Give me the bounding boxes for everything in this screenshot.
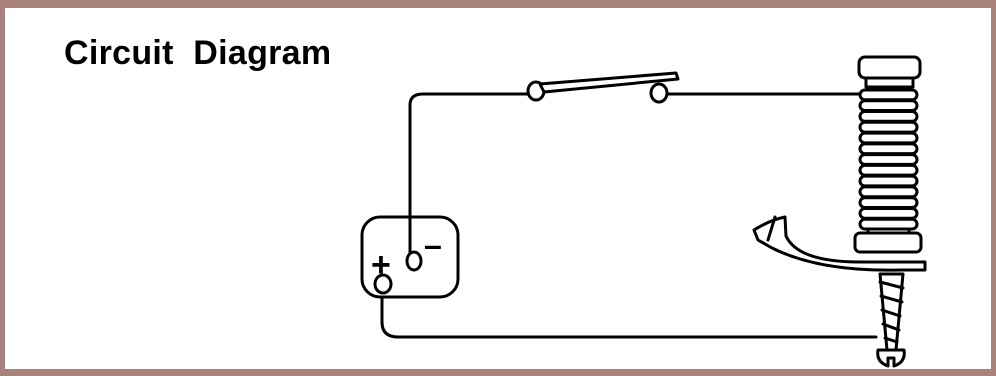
coil-turn — [858, 131, 919, 145]
armature-bend — [766, 215, 777, 242]
coil-turn — [858, 217, 919, 231]
electromagnet — [853, 55, 923, 254]
coil-turn — [858, 174, 919, 188]
battery-negative-terminal — [405, 250, 423, 272]
coil-turn — [858, 153, 919, 166]
battery-positive-symbol: + — [371, 246, 391, 284]
wire-bottom — [380, 296, 878, 339]
coil-turn — [858, 163, 919, 177]
switch-terminal-right — [649, 82, 669, 104]
armature-lever — [752, 215, 927, 272]
wire-top-left — [408, 92, 529, 217]
coil-turn — [858, 185, 919, 199]
switch-blade — [538, 71, 680, 94]
coil-turn — [858, 88, 919, 102]
bolt-head-top — [857, 55, 922, 80]
battery-negative-symbol: – — [424, 227, 442, 263]
coil-windings — [858, 88, 919, 231]
contact-screw — [876, 272, 906, 368]
coil-turn — [858, 206, 919, 220]
diagram-title: Circuit Diagram — [64, 34, 332, 72]
battery — [360, 213, 460, 299]
coil-turn — [858, 99, 919, 113]
coil-turn — [858, 142, 919, 156]
coil-turn — [858, 196, 919, 209]
switch — [526, 71, 680, 104]
bolt-nut-bottom — [853, 231, 923, 254]
coil-turn — [858, 120, 919, 134]
coil-turn — [858, 110, 919, 123]
battery-positive-terminal — [373, 273, 393, 295]
